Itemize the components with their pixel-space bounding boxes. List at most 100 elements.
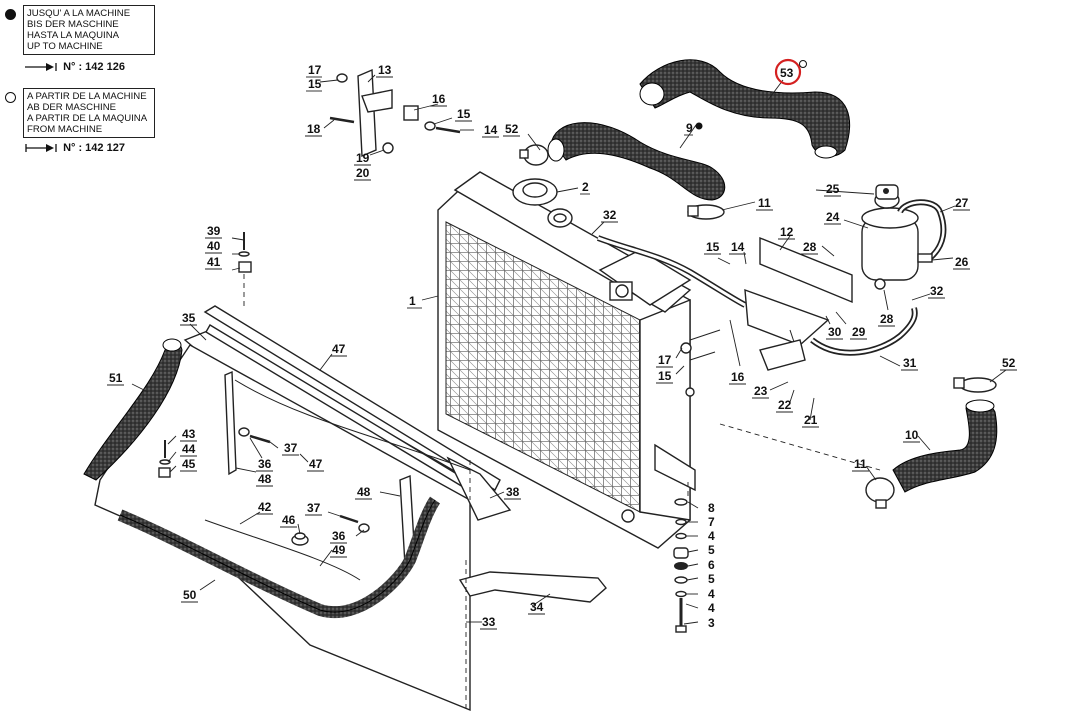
hose-clamp-11-upper (687, 204, 725, 220)
callout-39: 39 (207, 224, 221, 238)
callout-26: 26 (955, 255, 969, 269)
callout-25: 25 (826, 182, 840, 196)
legend-from-machine: A PARTIR DE LA MACHINE AB DER MASCHINE A… (23, 88, 155, 138)
hose-clamp-52-lower (953, 377, 997, 393)
callout-3: 3 (708, 616, 715, 630)
callout-52-lower: 52 (1002, 356, 1016, 370)
callout-11-lower: 11 (854, 457, 867, 471)
hose-51 (83, 338, 183, 481)
fasteners-36-37 (158, 427, 370, 533)
callout-45: 45 (182, 457, 196, 471)
callout-17-upper: 17 (308, 63, 322, 77)
hose-clamp-11-lower (865, 477, 895, 509)
callout-44: 44 (182, 442, 196, 456)
filler-cap (512, 178, 573, 228)
callout-27: 27 (955, 196, 969, 210)
legend-until-line-en: UP TO MACHINE (27, 41, 103, 52)
callout-42: 42 (258, 500, 272, 514)
callout-2: 2 (582, 180, 589, 194)
sensor-bracket-13 (329, 68, 461, 158)
expansion-tank-24 (861, 184, 919, 290)
callout-underlines (107, 76, 1017, 630)
callout-37-right: 37 (307, 501, 321, 515)
callout-7: 7 (708, 515, 715, 529)
callout-12: 12 (780, 225, 794, 239)
callout-52-upper: 52 (505, 122, 519, 136)
tank-bracket-12 (744, 236, 853, 371)
callout-31: 31 (903, 356, 917, 370)
callout-19: 19 (356, 151, 370, 165)
upper-hose-9 (547, 122, 726, 201)
callout-17-lower: 17 (658, 353, 672, 367)
hose-clamp-52-upper (519, 144, 549, 166)
seal-strip-50 (117, 496, 441, 618)
until-arrow-icon (25, 63, 57, 71)
mounting-stack (673, 498, 689, 633)
callout-33: 33 (482, 615, 496, 629)
callout-16-lower: 16 (731, 370, 745, 384)
callout-32-upper: 32 (603, 208, 617, 222)
legend-until-line-fr: JUSQU' A LA MACHINE (27, 8, 131, 19)
callout-36-left: 36 (258, 457, 272, 471)
callout-labels: 1 2 9 11 53 52 32 13 16 15 14 17 15 18 1… (109, 63, 1016, 630)
legend-from-number: N° : 142 127 (63, 142, 125, 154)
upper-hose-53 (639, 59, 851, 159)
callout-10: 10 (905, 428, 919, 442)
callout-6: 6 (708, 558, 715, 572)
callout-53: 53 (780, 66, 794, 80)
legend-from-line-de: AB DER MASCHINE (27, 102, 117, 113)
callout-18: 18 (307, 122, 321, 136)
support-bar-33-34 (458, 560, 607, 710)
callout-40: 40 (207, 239, 221, 253)
callout-49: 49 (332, 543, 346, 557)
callout-48-left: 48 (258, 472, 272, 486)
callout-16-upper: 16 (432, 92, 446, 106)
callout-34: 34 (530, 600, 544, 614)
callout-15-upper: 15 (457, 107, 471, 121)
legend-from-line-es: A PARTIR DE LA MAQUINA (27, 113, 148, 124)
callout-50: 50 (183, 588, 197, 602)
callout-48-right: 48 (357, 485, 371, 499)
callout-13: 13 (378, 63, 392, 77)
legend-until-line-de: BIS DER MASCHINE (27, 19, 119, 30)
filled-dot-9-icon (695, 122, 703, 130)
callout-8: 8 (708, 501, 715, 515)
legend-until-number: N° : 142 126 (63, 61, 125, 73)
grommet-46 (291, 532, 309, 546)
callout-46: 46 (282, 513, 296, 527)
until-machine-marker-icon (5, 9, 16, 20)
callout-22: 22 (778, 398, 792, 412)
callout-43: 43 (182, 427, 196, 441)
callout-38: 38 (506, 485, 520, 499)
callout-28-lower: 28 (880, 312, 894, 326)
callout-4-c: 4 (708, 601, 715, 615)
callout-29: 29 (852, 325, 866, 339)
from-arrow-icon (25, 144, 57, 152)
fan-shroud (94, 305, 512, 712)
callout-28-upper: 28 (803, 240, 817, 254)
callout-15-lower: 15 (658, 369, 672, 383)
callout-21: 21 (804, 413, 818, 427)
lower-hose-10 (892, 399, 998, 493)
legend-until-machine: JUSQU' A LA MACHINE BIS DER MASCHINE HAS… (23, 5, 155, 55)
legend-until-ref: N° : 142 126 (24, 61, 125, 73)
callout-47-lower: 47 (309, 457, 323, 471)
callout-51: 51 (109, 371, 123, 385)
callout-36-right: 36 (332, 529, 346, 543)
legend-until-line-es: HASTA LA MAQUINA (27, 30, 120, 41)
callout-23: 23 (754, 384, 768, 398)
legend-from-line-fr: A PARTIR DE LA MACHINE (27, 91, 147, 102)
callout-30: 30 (828, 325, 842, 339)
callout-41: 41 (207, 255, 221, 269)
leader-lines (131, 74, 1007, 625)
callout-20: 20 (356, 166, 370, 180)
callout-37-left: 37 (284, 441, 298, 455)
fasteners-39-41 (238, 232, 252, 273)
callout-14-right: 14 (731, 240, 745, 254)
legend-from-line-en: FROM MACHINE (27, 124, 103, 135)
callout-11-upper: 11 (758, 196, 771, 210)
open-dot-53-icon (799, 60, 807, 68)
legend-from-ref: N° : 142 127 (24, 142, 125, 154)
from-machine-marker-icon (5, 92, 16, 103)
